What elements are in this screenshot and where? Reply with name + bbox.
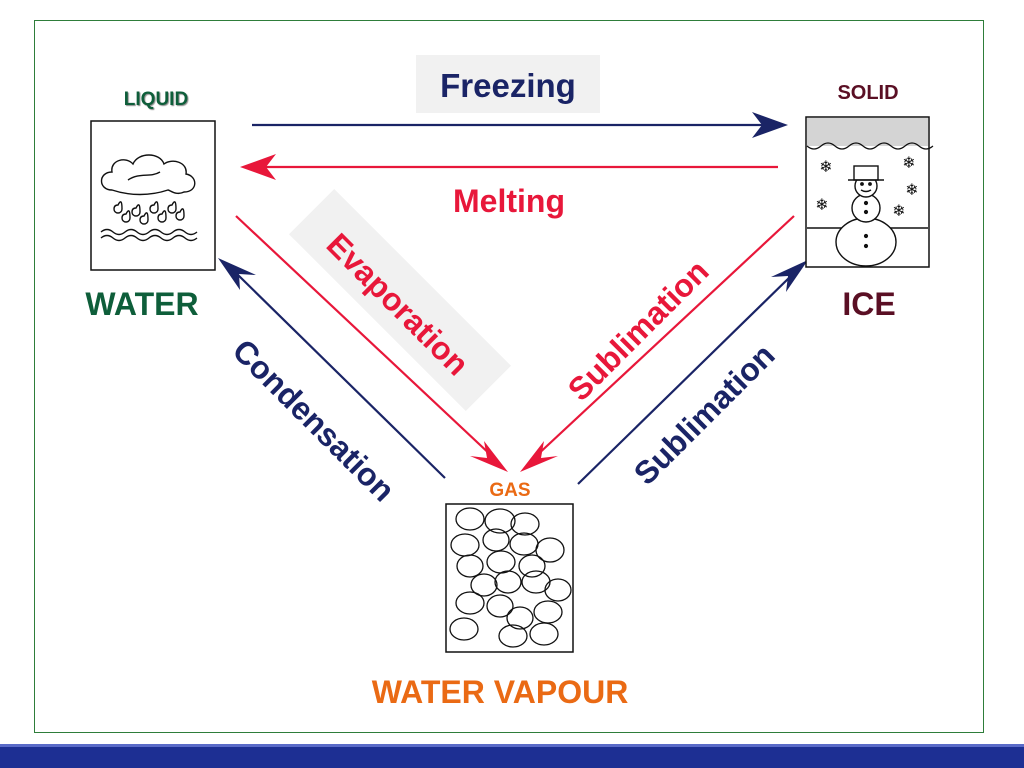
liquid-box (90, 120, 216, 271)
sublimation-to-gas-arrow (533, 215, 795, 459)
evaporation-arrow (235, 215, 495, 459)
gas-label: GAS (489, 480, 530, 501)
solid-box: ❄ ❄ ❄ ❄ ❄ (805, 116, 934, 268)
freezing-label-bg (416, 55, 600, 113)
rain-cloud-icon (100, 154, 198, 242)
snowflake-icons: ❄ ❄ ❄ ❄ ❄ (815, 155, 918, 220)
freezing-arrowhead (752, 112, 788, 138)
water-vapour-name: WATER VAPOUR (372, 674, 629, 710)
liquid-label: LIQUID (124, 89, 188, 110)
evaporation-label: Evaporation (320, 226, 476, 382)
melting-label: Melting (453, 183, 565, 219)
svg-text:❄: ❄ (819, 159, 832, 176)
ice-name: ICE (842, 286, 895, 322)
freezing-label: Freezing (440, 67, 576, 104)
gas-box (445, 503, 574, 653)
evaporation-arrowhead (470, 441, 508, 472)
footer-bar (0, 744, 1024, 768)
sublimation-to-gas-arrowhead (520, 441, 558, 472)
solid-label: SOLID (837, 82, 898, 104)
svg-text:❄: ❄ (892, 203, 905, 220)
snowman-icon (835, 165, 897, 267)
svg-text:❄: ❄ (905, 182, 918, 199)
condensation-arrow (235, 272, 446, 479)
svg-text:❄: ❄ (902, 155, 915, 172)
condensation-arrowhead (218, 258, 256, 290)
evaporation-label-bg (288, 188, 512, 412)
sublimation-to-solid-arrowhead (771, 260, 808, 292)
sublimation-to-solid-arrow (577, 274, 793, 485)
svg-text:❄: ❄ (815, 197, 828, 214)
water-name: WATER (85, 286, 198, 322)
gas-bubbles-icon (449, 507, 572, 648)
melting-arrowhead (240, 154, 276, 180)
condensation-label: Condensation (226, 332, 402, 508)
sublimation-to-gas-label: Sublimation (561, 253, 716, 408)
